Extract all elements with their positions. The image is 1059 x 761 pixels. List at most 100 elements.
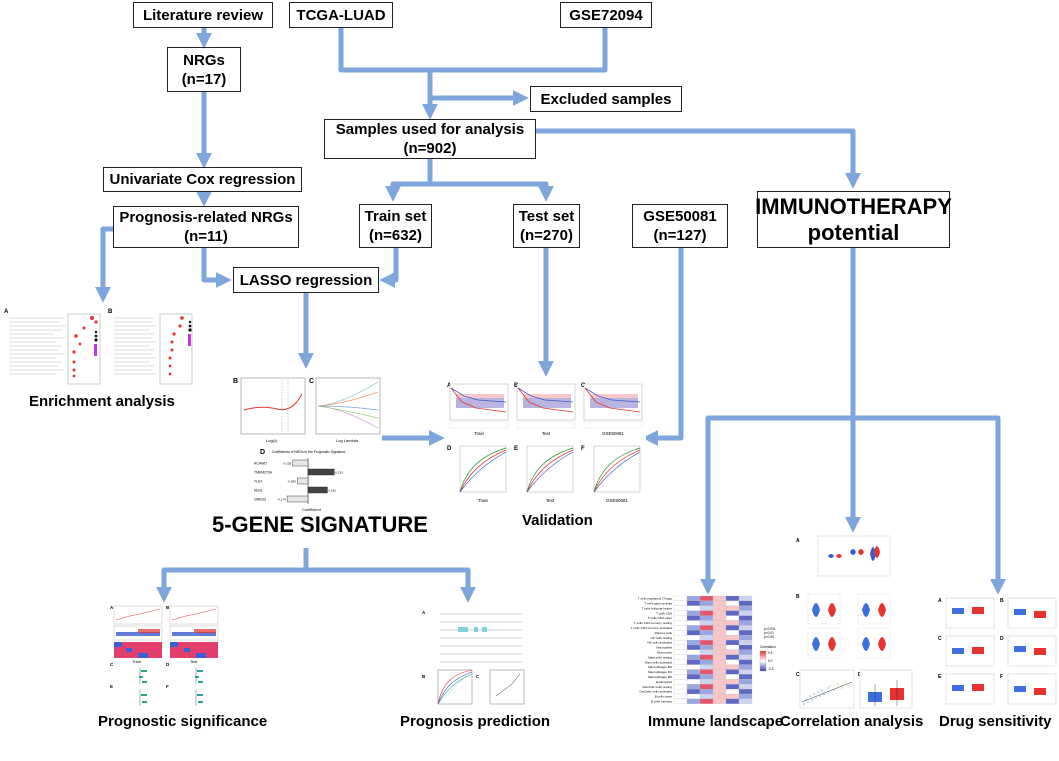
val-km-title-2: GSE50081 <box>602 431 625 436</box>
immune-cell-label-5: T cells CD4 memory resting <box>634 621 672 625</box>
drug-letter-4: E <box>938 674 942 680</box>
immune-cell-label-17: Eosinophils <box>656 680 672 684</box>
box-train-set: Train set (n=632) <box>359 204 432 248</box>
drug-box-red-2 <box>972 647 984 654</box>
immune-cell-label-21: B cells memory <box>651 700 673 704</box>
box-lasso: LASSO regression <box>233 267 379 293</box>
immune-cell-7-2 <box>699 630 714 636</box>
immune-cell-2-2 <box>699 605 714 611</box>
immune-cell-16-5 <box>738 674 753 680</box>
lasso-bar-1 <box>307 468 335 476</box>
literature-review-text: Literature review <box>142 6 264 24</box>
lasso-gene-label-3: NLRL <box>254 489 263 493</box>
corr-letter-c: C <box>796 672 800 678</box>
immune-cell-3-5 <box>738 610 753 616</box>
prog-letter-a: A <box>110 605 114 610</box>
box-univariate-cox: Univariate Cox regression <box>103 167 302 192</box>
immune-cell-17-1 <box>686 679 701 685</box>
immune-cell-6-2 <box>699 625 714 631</box>
corr-violin-red-0 <box>828 603 836 617</box>
val-roc-2-2 <box>593 449 641 493</box>
immune-cell-3-3 <box>712 610 727 616</box>
enrichment-plot: A B <box>4 309 193 385</box>
val-km-band-blue-1 <box>523 398 571 408</box>
prediction-plot: A B C <box>422 610 525 705</box>
immune-legend-tick-1: 0.5 <box>768 651 773 655</box>
drug-box-red-0 <box>972 607 984 614</box>
immune-cell-7-5 <box>738 630 753 636</box>
val-risk-table-2 <box>583 421 643 429</box>
immune-cell-label-9: NK cells activated <box>647 641 672 645</box>
corr-violin-red-2 <box>828 637 836 651</box>
immune-cell-0-5 <box>738 595 753 602</box>
immune-cell-label-4: T cells CD4 naive <box>648 616 672 620</box>
immune-cell-14-3 <box>712 664 727 670</box>
immune-cell-17-5 <box>738 679 753 685</box>
val-roc-1-0 <box>459 447 507 493</box>
immune-cell-21-5 <box>738 698 753 704</box>
immune-cell-label-14: Macrophages M2 <box>648 665 672 669</box>
box-immunotherapy: IMMUNOTHERAPY potential <box>755 191 952 248</box>
immune-cell-14-0 <box>673 664 688 670</box>
val-roc-2-1 <box>526 449 574 493</box>
val-letter-bottom-0: D <box>447 446 452 452</box>
lasso-coef-label-4: -0.174 <box>277 498 286 502</box>
drug-letter-1: B <box>1000 598 1004 604</box>
immune-cell-label-13: Mast cells activated <box>645 660 672 664</box>
correlation-plot: A B C D <box>796 535 913 709</box>
immune-cell-11-3 <box>712 649 727 655</box>
corr-violin-frame-2 <box>807 627 841 659</box>
immune-cell-15-1 <box>686 669 701 675</box>
immune-cell-11-4 <box>725 649 740 655</box>
immune-cell-1-5 <box>738 600 753 606</box>
lasso-bar-2 <box>297 477 309 485</box>
gse50081-line2: (n=127) <box>653 227 707 244</box>
immune-cell-label-10: Neutrophils <box>656 646 672 650</box>
immune-pval-1: p<0.001 <box>764 627 776 631</box>
immune-cell-17-3 <box>712 679 727 685</box>
immune-cell-2-0 <box>673 605 688 611</box>
drug-box-red-3 <box>1034 648 1046 655</box>
immune-cell-21-3 <box>712 698 727 704</box>
corr-violin-frame-0 <box>807 593 841 625</box>
immune-cell-4-4 <box>725 615 740 621</box>
immune-cell-label-20: B cells naive <box>655 695 673 699</box>
val-letter-top-1: B <box>514 383 519 389</box>
gse72094-text: GSE72094 <box>569 6 643 24</box>
box-samples-analysis: Samples used for analysis (n=902) <box>324 119 536 159</box>
immune-cell-5-0 <box>673 620 688 626</box>
immune-cell-label-3: T cells CD8 <box>656 611 672 615</box>
lasso-gene-label-2: TLEX <box>254 480 263 484</box>
lasso-coef-label-2: -0.089 <box>287 480 296 484</box>
immune-cell-19-3 <box>712 688 727 695</box>
drug-box-red-1 <box>1034 611 1046 618</box>
enrichment-letter-b: B <box>108 309 113 315</box>
val-roc-1-1 <box>526 447 574 493</box>
immune-cell-6-1 <box>686 625 701 631</box>
immune-cell-16-4 <box>725 674 740 680</box>
val-km-line-high-1 <box>517 387 574 413</box>
immune-heatmap: T cells regulatory (Tregs)T cells gamma … <box>631 595 776 704</box>
immune-cell-12-0 <box>673 654 688 660</box>
immune-cell-15-5 <box>738 669 753 675</box>
immune-cell-10-3 <box>712 644 727 651</box>
immune-cell-20-1 <box>686 693 701 700</box>
immune-cell-14-4 <box>725 664 740 670</box>
corr-violin-blue-0 <box>812 603 820 617</box>
immune-cell-14-5 <box>738 664 753 670</box>
immune-cell-17-2 <box>699 679 714 685</box>
immune-cell-9-0 <box>673 639 688 646</box>
prognosis-nrgs-line2: (n=11) <box>184 228 228 245</box>
lasso-figure: B C D Log(λ) Log Lambda Coefficients of … <box>232 372 382 512</box>
label-5-gene-signature: 5-GENE SIGNATURE <box>212 512 428 537</box>
immune-cell-1-2 <box>699 600 714 606</box>
immune-cell-17-0 <box>673 679 688 685</box>
immune-cell-3-1 <box>686 610 701 616</box>
lasso-letter-b: B <box>233 378 238 385</box>
immune-cell-1-0 <box>673 600 688 606</box>
immune-cell-1-3 <box>712 600 727 606</box>
test-line1: Test set <box>518 208 575 225</box>
